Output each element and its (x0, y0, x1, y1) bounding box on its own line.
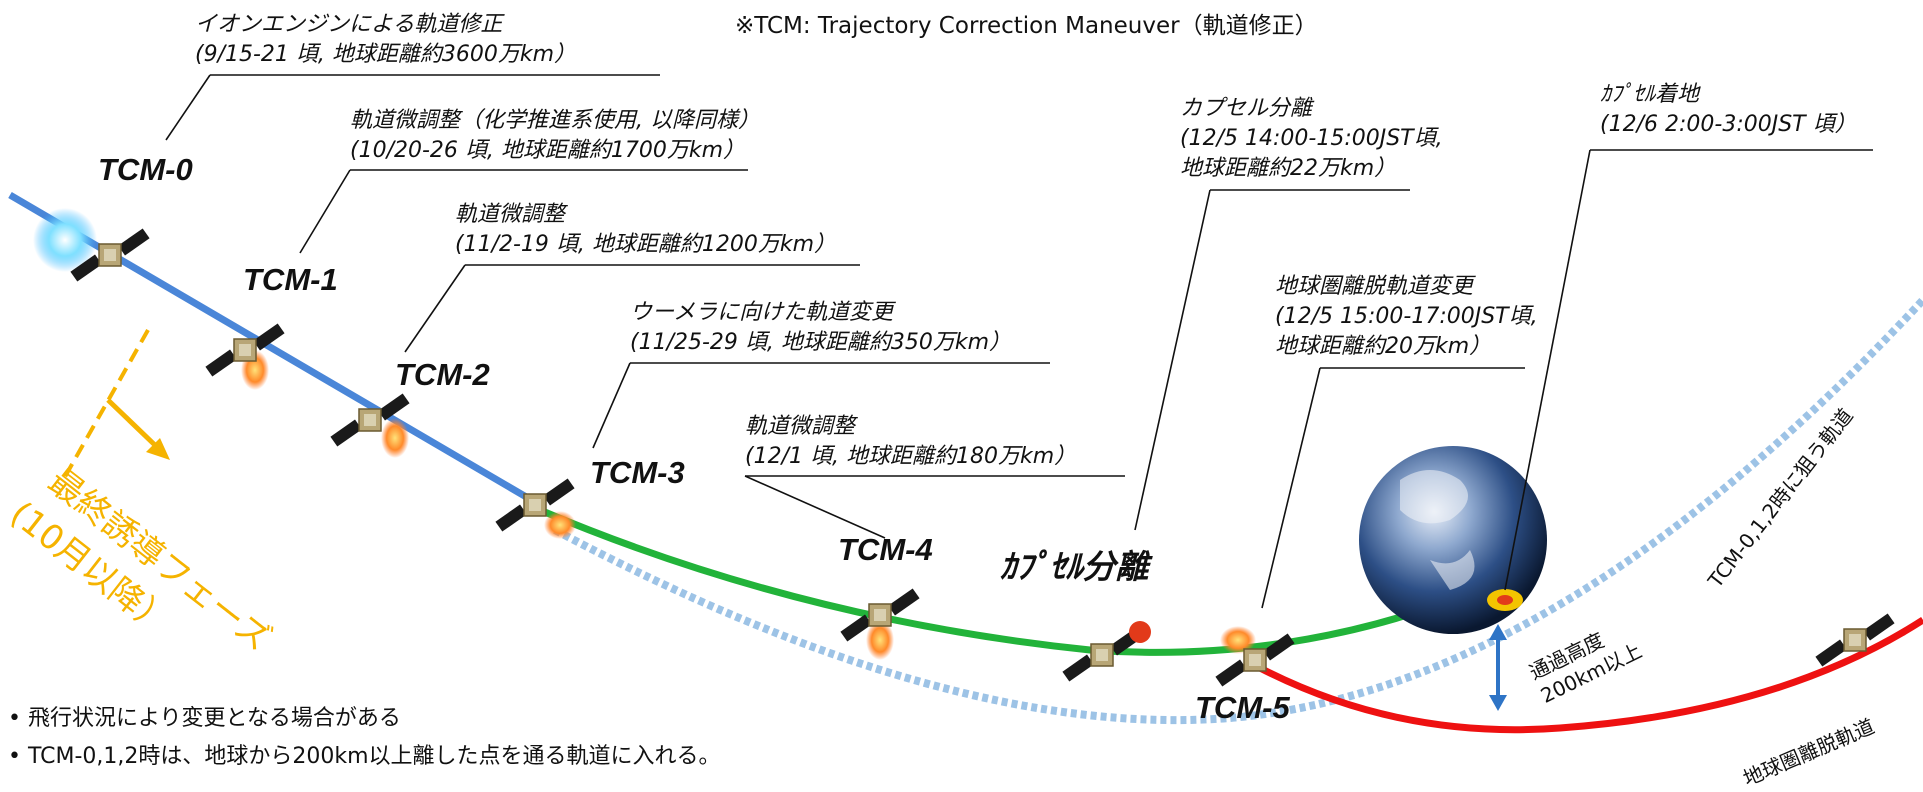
annotation-tcm1-detail: (10/20-26 頃, 地球距離約1700万km） (350, 138, 746, 163)
annotation-tcm2-title: 軌道微調整 (455, 202, 566, 227)
annotation-tcm5-title: 地球圏離脱軌道変更 (1275, 274, 1474, 299)
target-orbit-path (553, 297, 1923, 725)
capsule-separation-label: ｶﾌﾟｾﾙ分離 (1000, 548, 1149, 585)
annotation-tcm2: 軌道微調整 (11/2-19 頃, 地球距離約1200万km） (455, 200, 836, 260)
header-note: ※TCM: Trajectory Correction Maneuver（軌道修… (735, 13, 1318, 39)
note-bullet-2: • TCM-0,1,2時は、地球から200km以上離した点を通る軌道に入れる。 (8, 744, 721, 769)
tcm1-label: TCM-1 (243, 262, 338, 297)
annotation-tcm0: イオンエンジンによる軌道修正 (9/15-21 頃, 地球距離約3600万km） (195, 10, 576, 70)
annotation-tcm3: ウーメラに向けた軌道変更 (11/25-29 頃, 地球距離約350万km） (630, 298, 1011, 358)
leader-lines (165, 74, 1873, 609)
tcm0-label: TCM-0 (98, 152, 193, 187)
escape-trajectory (1258, 617, 1923, 734)
tcm4-label: TCM-4 (838, 532, 933, 567)
final-phase-boundary (60, 329, 150, 483)
annotation-tcm5: 地球圏離脱軌道変更 (12/5 15:00-17:00JST頃, 地球距離約20… (1275, 272, 1538, 362)
annotation-tcm3-title: ウーメラに向けた軌道変更 (630, 300, 894, 325)
annotation-landing-detail: (12/6 2:00-3:00JST 頃） (1600, 112, 1857, 137)
annotation-landing-title: ｶﾌﾟｾﾙ着地 (1600, 82, 1700, 107)
annotation-tcm5-distance: 地球距離約20万km） (1275, 334, 1492, 359)
annotation-tcm2-detail: (11/2-19 頃, 地球距離約1200万km） (455, 232, 837, 257)
note-bullet-1: • 飛行状況により変更となる場合がある (8, 706, 401, 731)
annotation-tcm5-detail: (12/5 15:00-17:00JST頃, (1275, 304, 1538, 329)
annotation-landing: ｶﾌﾟｾﾙ着地 (12/6 2:00-3:00JST 頃） (1600, 80, 1857, 140)
final-phase-arrow (106, 398, 160, 450)
annotation-tcm3-detail: (11/25-29 頃, 地球距離約350万km） (630, 330, 1012, 355)
ion-engine-glow (33, 208, 97, 272)
annotation-tcm4-detail: (12/1 頃, 地球距離約180万km） (745, 444, 1077, 469)
annotation-separation-detail: (12/5 14:00-15:00JST頃, (1180, 126, 1443, 151)
annotation-separation-distance: 地球距離約22万km） (1180, 156, 1397, 181)
tcm2-label: TCM-2 (395, 357, 490, 392)
annotation-tcm0-title: イオンエンジンによる軌道修正 (195, 12, 503, 37)
annotation-separation: カプセル分離 (12/5 14:00-15:00JST頃, 地球距離約22万km… (1180, 94, 1443, 184)
annotation-tcm4-title: 軌道微調整 (745, 414, 856, 439)
annotation-tcm0-detail: (9/15-21 頃, 地球距離約3600万km） (195, 42, 577, 67)
capsule-marker (1129, 621, 1151, 643)
annotation-tcm1-title: 軌道微調整（化学推進系使用, 以降同様） (350, 108, 760, 133)
trajectory-diagram: ※TCM: Trajectory Correction Maneuver（軌道修… (2, 10, 1923, 791)
annotation-tcm1: 軌道微調整（化学推進系使用, 以降同様） (10/20-26 頃, 地球距離約1… (350, 106, 760, 166)
tcm3-label: TCM-3 (590, 455, 685, 490)
tcm5-label: TCM-5 (1195, 690, 1290, 725)
trajectory-svg (8, 74, 1923, 734)
annotation-tcm4: 軌道微調整 (12/1 頃, 地球距離約180万km） (745, 412, 1076, 472)
annotation-separation-title: カプセル分離 (1180, 96, 1313, 121)
capsule-trajectory (538, 506, 1492, 656)
